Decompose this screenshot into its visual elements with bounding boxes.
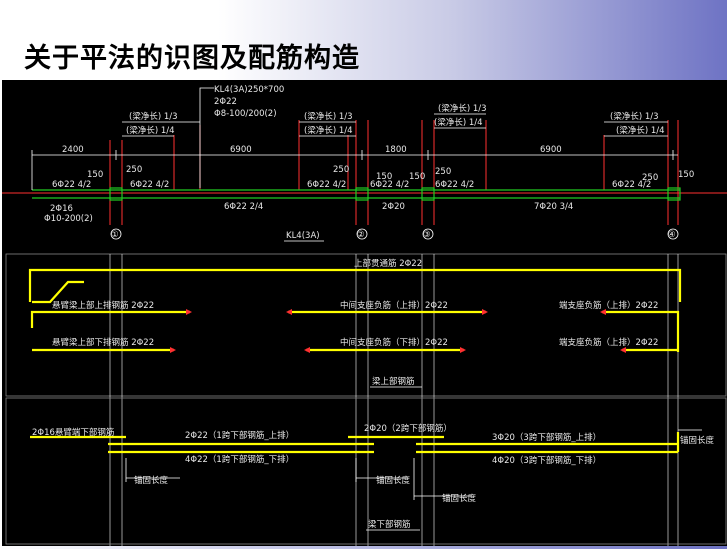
section-label: KL4(3A) <box>286 231 320 241</box>
arrow <box>170 347 176 353</box>
rebar-end-up <box>602 310 680 352</box>
slide-footer-bar <box>0 546 727 549</box>
column <box>667 187 681 201</box>
net-length-third: (梁净长) 1/3 <box>129 111 178 122</box>
label-mid-up: 中间支座负筋（上排）2Φ22 <box>340 300 448 311</box>
rebar-cantilever-top-up <box>30 310 190 328</box>
dim-250: 250 <box>435 167 451 177</box>
dim-250: 250 <box>126 165 142 175</box>
label-span2: 2Φ20（2跨下部钢筋） <box>364 423 452 434</box>
beam-label-line3: Φ8-100/200(2) <box>214 109 277 119</box>
net-length-third: (梁净长) 1/3 <box>304 111 353 122</box>
arrow <box>304 347 310 353</box>
net-length-quarter: (梁净长) 1/4 <box>434 117 483 128</box>
label-end-low: 端支座负筋（上排）2Φ22 <box>559 337 658 348</box>
label-cant-bottom: 2Φ16悬臂端下部钢筋 <box>32 427 114 438</box>
rebar-through <box>28 268 682 302</box>
axis-number: ④ <box>668 230 676 240</box>
page-title: 关于平法的识图及配筋构造 <box>24 43 360 74</box>
rebar-cantilever-top <box>32 280 84 304</box>
top-rebar-note: 6Φ22 4/2 <box>612 180 651 190</box>
bottom-rebar-note: 2Φ20 <box>382 202 405 212</box>
label-span1-low: 4Φ22（1跨下部钢筋_下排） <box>185 454 294 465</box>
upper-rebar-detail: 上部贯通筋 2Φ22 悬臂梁上部上排钢筋 2Φ22 悬臂梁上部下排钢筋 2Φ22… <box>5 253 727 546</box>
net-length-quarter: (梁净长) 1/4 <box>126 125 175 136</box>
label-anchor: 锚固长度 <box>442 493 477 504</box>
top-rebar-note: 6Φ22 4/2 <box>370 180 409 190</box>
net-length-quarter: (梁净长) 1/4 <box>304 125 353 136</box>
label-cant-top-up: 悬臂梁上部上排钢筋 2Φ22 <box>52 300 154 311</box>
slide-header: 关于平法的识图及配筋构造 <box>0 0 727 80</box>
arrow <box>620 347 626 353</box>
axis-bubble <box>356 228 368 240</box>
label-span3-low: 4Φ20（3跨下部钢筋_下排） <box>492 455 601 466</box>
net-length-third: (梁净长) 1/3 <box>438 103 487 114</box>
label-mid-low: 中间支座负筋（下排）2Φ22 <box>340 337 448 348</box>
detail-frame <box>5 397 727 545</box>
net-length-third: (梁净长) 1/3 <box>610 111 659 122</box>
top-rebar-note: 6Φ22 4/2 <box>130 180 169 190</box>
arrow <box>186 309 192 315</box>
lower-rebar-detail: 2Φ16悬臂端下部钢筋 2Φ22（1跨下部钢筋_上排） 4Φ22（1跨下部钢筋_… <box>5 397 727 545</box>
span-dim: 2400 <box>62 145 84 155</box>
column <box>421 187 435 201</box>
span-dim: 6900 <box>540 145 562 155</box>
beam-label-line1: KL4(3A)250*700 <box>214 85 284 95</box>
dim-150: 150 <box>376 172 392 182</box>
bottom-rebar-note: 6Φ22 2/4 <box>224 202 263 212</box>
bottom-rebar-note: Φ10-200(2) <box>44 214 93 224</box>
span-dim: 6900 <box>230 145 252 155</box>
label-leader <box>199 87 214 188</box>
column <box>109 187 123 201</box>
dim-150: 150 <box>678 170 694 180</box>
top-rebar-note: 6Φ22 4/2 <box>435 180 474 190</box>
span-dim: 1800 <box>385 145 407 155</box>
axis-bubble <box>667 228 679 240</box>
upper-caption: 梁上部钢筋 <box>372 376 415 387</box>
bottom-rebar-note: 2Φ16 <box>50 204 73 214</box>
bottom-rebar-note: 7Φ20 3/4 <box>534 202 573 212</box>
detail-frame <box>5 253 727 397</box>
beam-plan: KL4(3A)250*700 2Φ22 Φ8-100/200(2) (梁净长) … <box>2 85 727 242</box>
top-rebar-note: 6Φ22 4/2 <box>307 180 346 190</box>
label-span3-up: 3Φ20（3跨下部钢筋_上排） <box>492 432 601 443</box>
label-span1-up: 2Φ22（1跨下部钢筋_上排） <box>185 430 294 441</box>
column <box>355 187 369 201</box>
label-anchor: 锚固长度 <box>134 475 169 486</box>
label-through: 上部贯通筋 2Φ22 <box>354 258 422 269</box>
arrow <box>600 309 606 315</box>
cad-drawing: KL4(3A)250*700 2Φ22 Φ8-100/200(2) (梁净长) … <box>2 85 727 546</box>
dim-250: 250 <box>642 173 658 183</box>
axis-bubble <box>110 228 122 240</box>
arrow <box>482 309 488 315</box>
axis-number: ③ <box>423 230 431 240</box>
label-anchor: 锚固长度 <box>376 475 411 486</box>
label-cant-top-low: 悬臂梁上部下排钢筋 2Φ22 <box>52 337 154 348</box>
net-length-quarter: (梁净长) 1/4 <box>616 125 665 136</box>
label-anchor: 锚固长度 <box>680 435 715 446</box>
dim-150: 150 <box>87 170 103 180</box>
label-end-up: 端支座负筋（上排）2Φ22 <box>559 300 658 311</box>
dim-150: 150 <box>409 172 425 182</box>
axis-number: ② <box>357 230 365 240</box>
arrow <box>286 309 292 315</box>
arrow <box>460 347 466 353</box>
lower-caption: 梁下部钢筋 <box>368 519 411 530</box>
dim-250: 250 <box>333 165 349 175</box>
beam-label-line2: 2Φ22 <box>214 97 237 107</box>
axis-bubble <box>422 228 434 240</box>
top-rebar-note: 6Φ22 4/2 <box>52 180 91 190</box>
axis-number: ① <box>111 230 119 240</box>
cad-drawing-area: KL4(3A)250*700 2Φ22 Φ8-100/200(2) (梁净长) … <box>2 80 727 546</box>
